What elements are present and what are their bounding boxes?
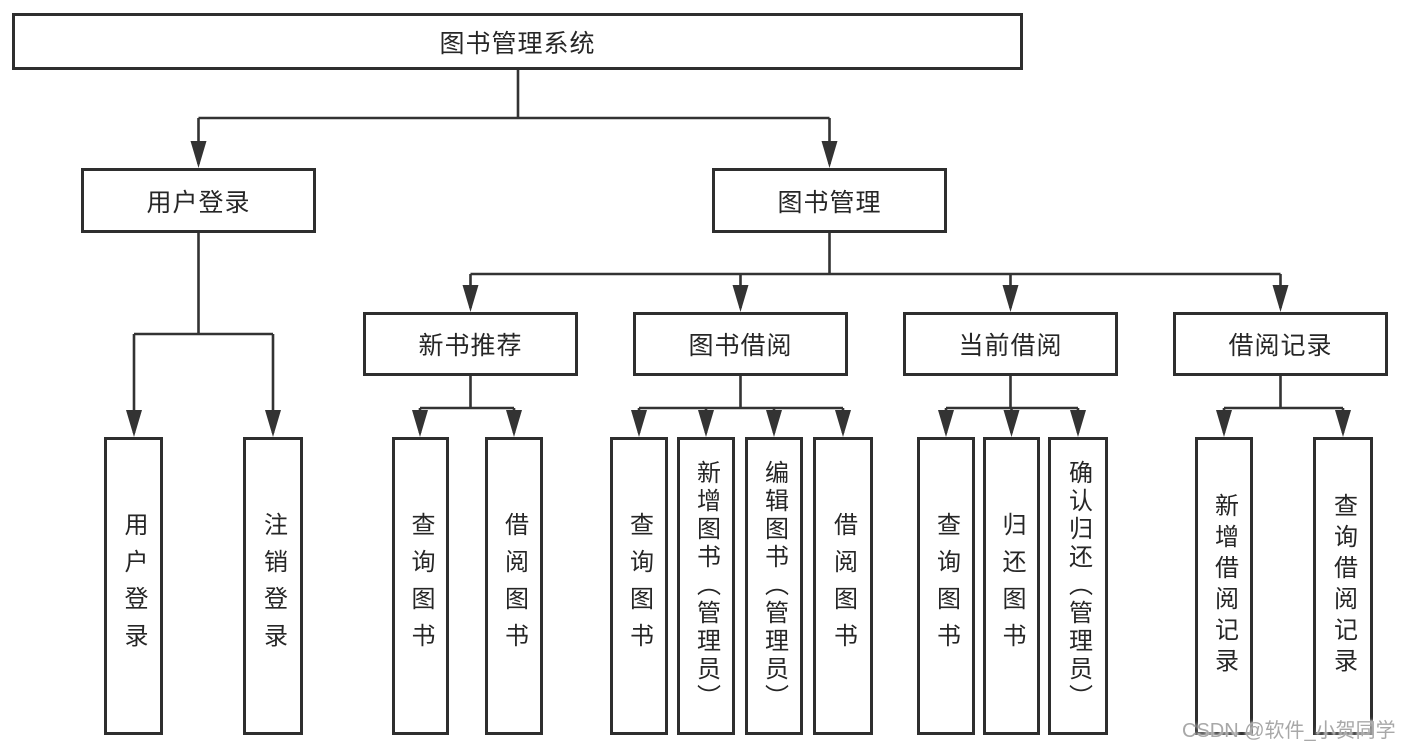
leaf-borrow-books: 借阅图书: [813, 437, 873, 735]
node-root-system: 图书管理系统: [12, 13, 1023, 70]
leaf-label: 查询图书: [932, 512, 960, 660]
leaf-query-books-current: 查询图书: [917, 437, 975, 735]
leaf-confirm-return-admin: 确认归还（管理员）: [1048, 437, 1108, 735]
leaf-borrow-books-recommend: 借阅图书: [485, 437, 543, 735]
leaf-label: 查询图书: [407, 512, 434, 660]
leaf-label: 新增图书（管理员）: [692, 460, 720, 712]
leaf-add-borrow-record: 新增借阅记录: [1195, 437, 1253, 735]
leaf-label: 借阅图书: [500, 512, 528, 660]
arrowheads: [126, 141, 1351, 437]
leaf-query-borrow-record: 查询借阅记录: [1313, 437, 1373, 735]
leaf-label: 借阅图书: [829, 512, 857, 660]
node-book-borrow: 图书借阅: [633, 312, 848, 376]
csdn-watermark: CSDN @软件_小贺同学: [1182, 720, 1396, 742]
leaf-label: 注销登录: [259, 512, 287, 660]
leaf-label: 用户登录: [120, 512, 147, 660]
leaf-logout: 注销登录: [243, 437, 303, 735]
leaf-label: 编辑图书（管理员）: [760, 460, 788, 712]
node-user-login: 用户登录: [81, 168, 316, 233]
leaf-label: 查询借阅记录: [1329, 493, 1357, 679]
leaf-user-login: 用户登录: [104, 437, 163, 735]
leaf-label: 确认归还（管理员）: [1064, 460, 1092, 712]
leaf-query-books-recommend: 查询图书: [392, 437, 449, 735]
node-borrow-records: 借阅记录: [1173, 312, 1388, 376]
node-book-management: 图书管理: [712, 168, 947, 233]
leaf-add-book-admin: 新增图书（管理员）: [677, 437, 735, 735]
leaf-query-books-borrow: 查询图书: [610, 437, 668, 735]
leaf-label: 查询图书: [625, 512, 653, 660]
leaf-edit-book-admin: 编辑图书（管理员）: [745, 437, 803, 735]
leaf-return-book: 归还图书: [983, 437, 1040, 735]
leaf-label: 归还图书: [998, 512, 1025, 660]
node-new-book-recommend: 新书推荐: [363, 312, 578, 376]
leaf-label: 新增借阅记录: [1210, 493, 1238, 679]
node-current-borrow: 当前借阅: [903, 312, 1118, 376]
